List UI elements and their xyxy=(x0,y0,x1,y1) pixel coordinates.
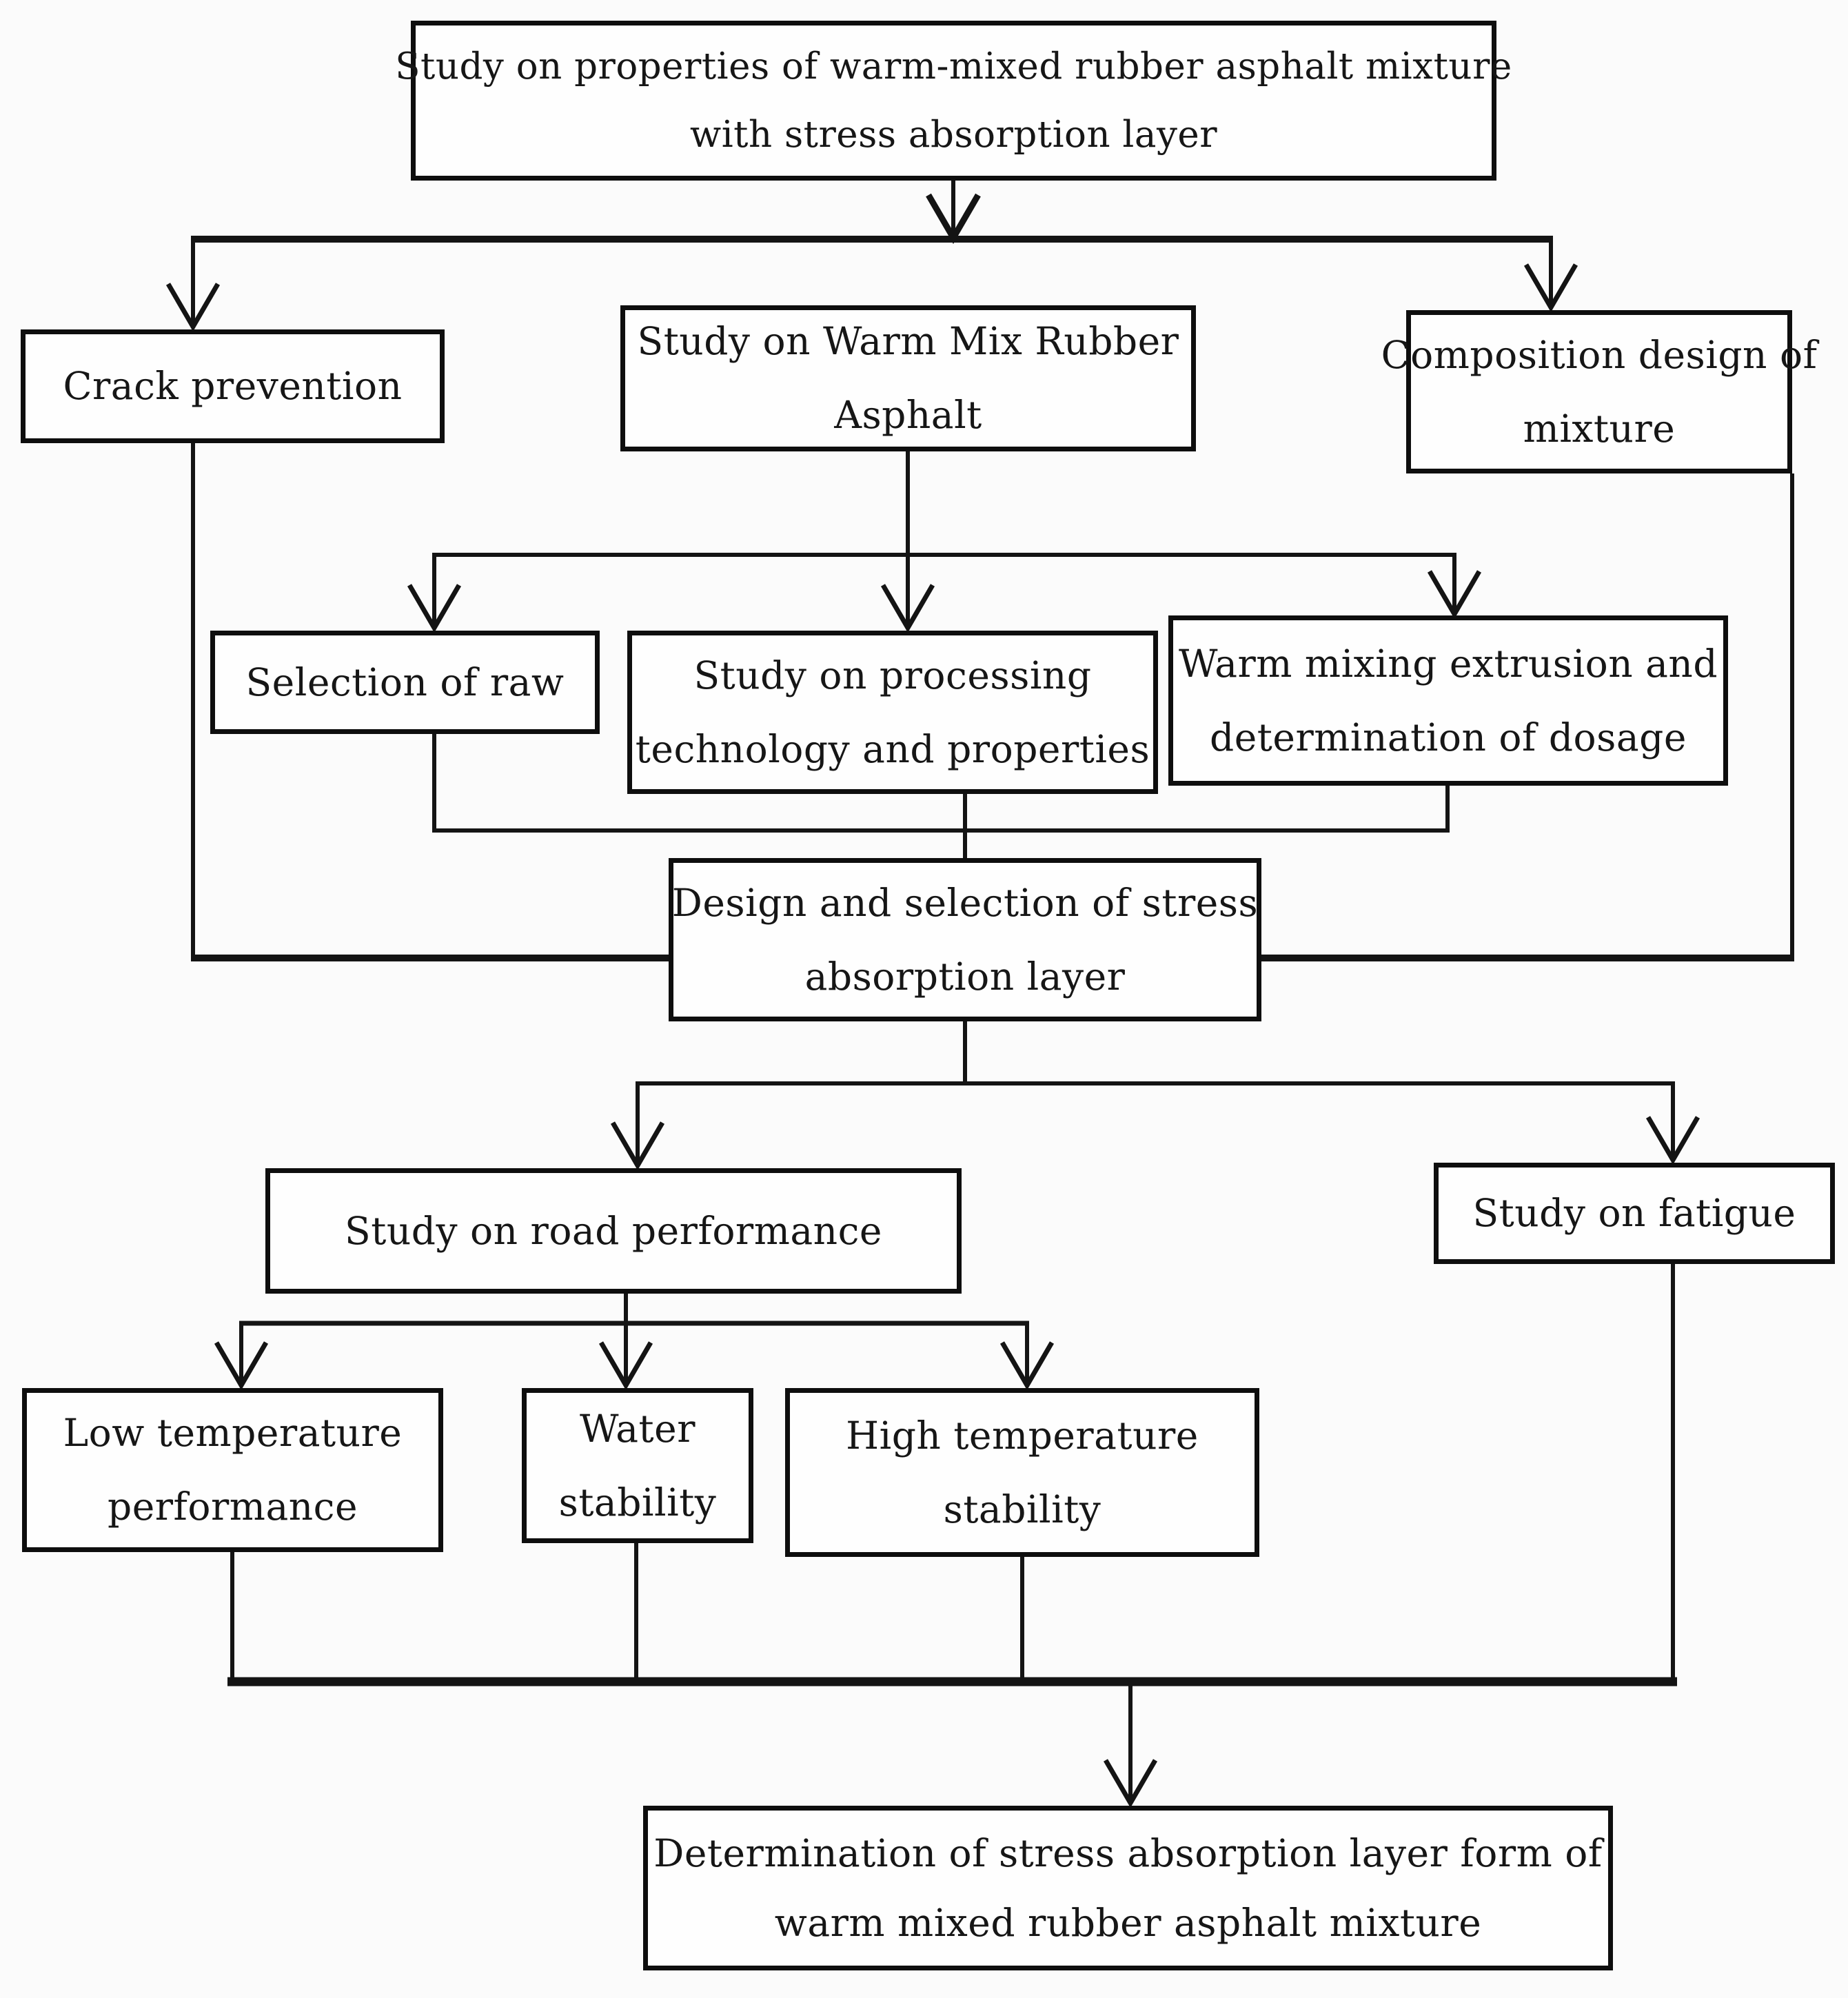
node-processing-line2: technology and properties xyxy=(635,726,1150,771)
arrowhead-composition xyxy=(1523,263,1578,312)
node-road-label: Study on road performance xyxy=(345,1208,882,1253)
node-determination-final: Determination of stress absorption layer… xyxy=(643,1806,1613,1970)
node-root-line2: with stress absorption layer xyxy=(689,114,1218,156)
node-selection-of-raw: Selection of raw xyxy=(210,631,600,734)
node-study-on-fatigue: Study on fatigue xyxy=(1434,1163,1835,1264)
node-design-line2: absorption layer xyxy=(804,954,1126,999)
arrowhead-selection xyxy=(407,584,462,633)
node-processing-line1: Study on processing xyxy=(693,653,1092,697)
node-high-temp-line1: High temperature xyxy=(846,1413,1199,1458)
node-warm-mix-rubber-line2: Asphalt xyxy=(834,393,982,437)
node-water-line2: stability xyxy=(558,1480,717,1525)
node-root-line1: Study on properties of warm-mixed rubber… xyxy=(395,45,1512,88)
node-warm-mix-rubber-asphalt: Study on Warm Mix Rubber Asphalt xyxy=(620,305,1196,451)
node-design-line1: Design and selection of stress xyxy=(671,880,1259,925)
arrowhead-high-temp xyxy=(999,1341,1055,1390)
node-warm-mixing-line1: Warm mixing extrusion and xyxy=(1178,641,1718,686)
node-warm-mixing-line2: determination of dosage xyxy=(1210,715,1687,760)
arrowhead-low-temp xyxy=(214,1341,269,1390)
node-processing-technology: Study on processing technology and prope… xyxy=(627,631,1158,794)
arrowhead-determination xyxy=(1103,1759,1158,1808)
node-selection-label: Selection of raw xyxy=(245,660,565,704)
arrowhead-warm-mixing xyxy=(1427,570,1482,619)
arrowhead-road xyxy=(610,1121,665,1170)
node-high-temp-line2: stability xyxy=(943,1487,1101,1531)
node-root: Study on properties of warm-mixed rubber… xyxy=(395,21,1512,181)
node-determination-line1: Determination of stress absorption layer… xyxy=(653,1831,1603,1875)
node-water-stability: Water stability xyxy=(522,1388,753,1543)
node-determination-line2: warm mixed rubber asphalt mixture xyxy=(774,1900,1482,1945)
node-composition-line2: mixture xyxy=(1523,406,1676,451)
node-composition-design: Composition design of mixture xyxy=(1381,310,1817,473)
node-water-line1: Water xyxy=(580,1406,695,1451)
node-low-temperature-performance: Low temperature performance xyxy=(22,1388,443,1552)
node-low-temp-line2: performance xyxy=(107,1485,358,1529)
arrowhead-processing xyxy=(880,584,935,633)
node-design-selection-stress-layer: Design and selection of stress absorptio… xyxy=(669,858,1261,1021)
arrowhead-crack xyxy=(165,283,221,332)
arrowhead-fatigue xyxy=(1645,1116,1700,1165)
arrowhead-water xyxy=(598,1341,653,1390)
node-composition-line1: Composition design of xyxy=(1381,332,1818,377)
node-crack-prevention-label: Crack prevention xyxy=(63,364,403,408)
arrowhead-into-distributor-1 xyxy=(926,193,981,244)
node-fatigue-label: Study on fatigue xyxy=(1472,1191,1796,1235)
node-crack-prevention: Crack prevention xyxy=(21,329,445,443)
node-warm-mix-rubber-line1: Study on Warm Mix Rubber xyxy=(637,319,1179,363)
node-low-temp-line1: Low temperature xyxy=(63,1411,403,1455)
node-warm-mixing-extrusion: Warm mixing extrusion and determination … xyxy=(1168,615,1728,786)
node-high-temperature-stability: High temperature stability xyxy=(785,1388,1259,1557)
node-road-performance: Study on road performance xyxy=(265,1168,962,1294)
